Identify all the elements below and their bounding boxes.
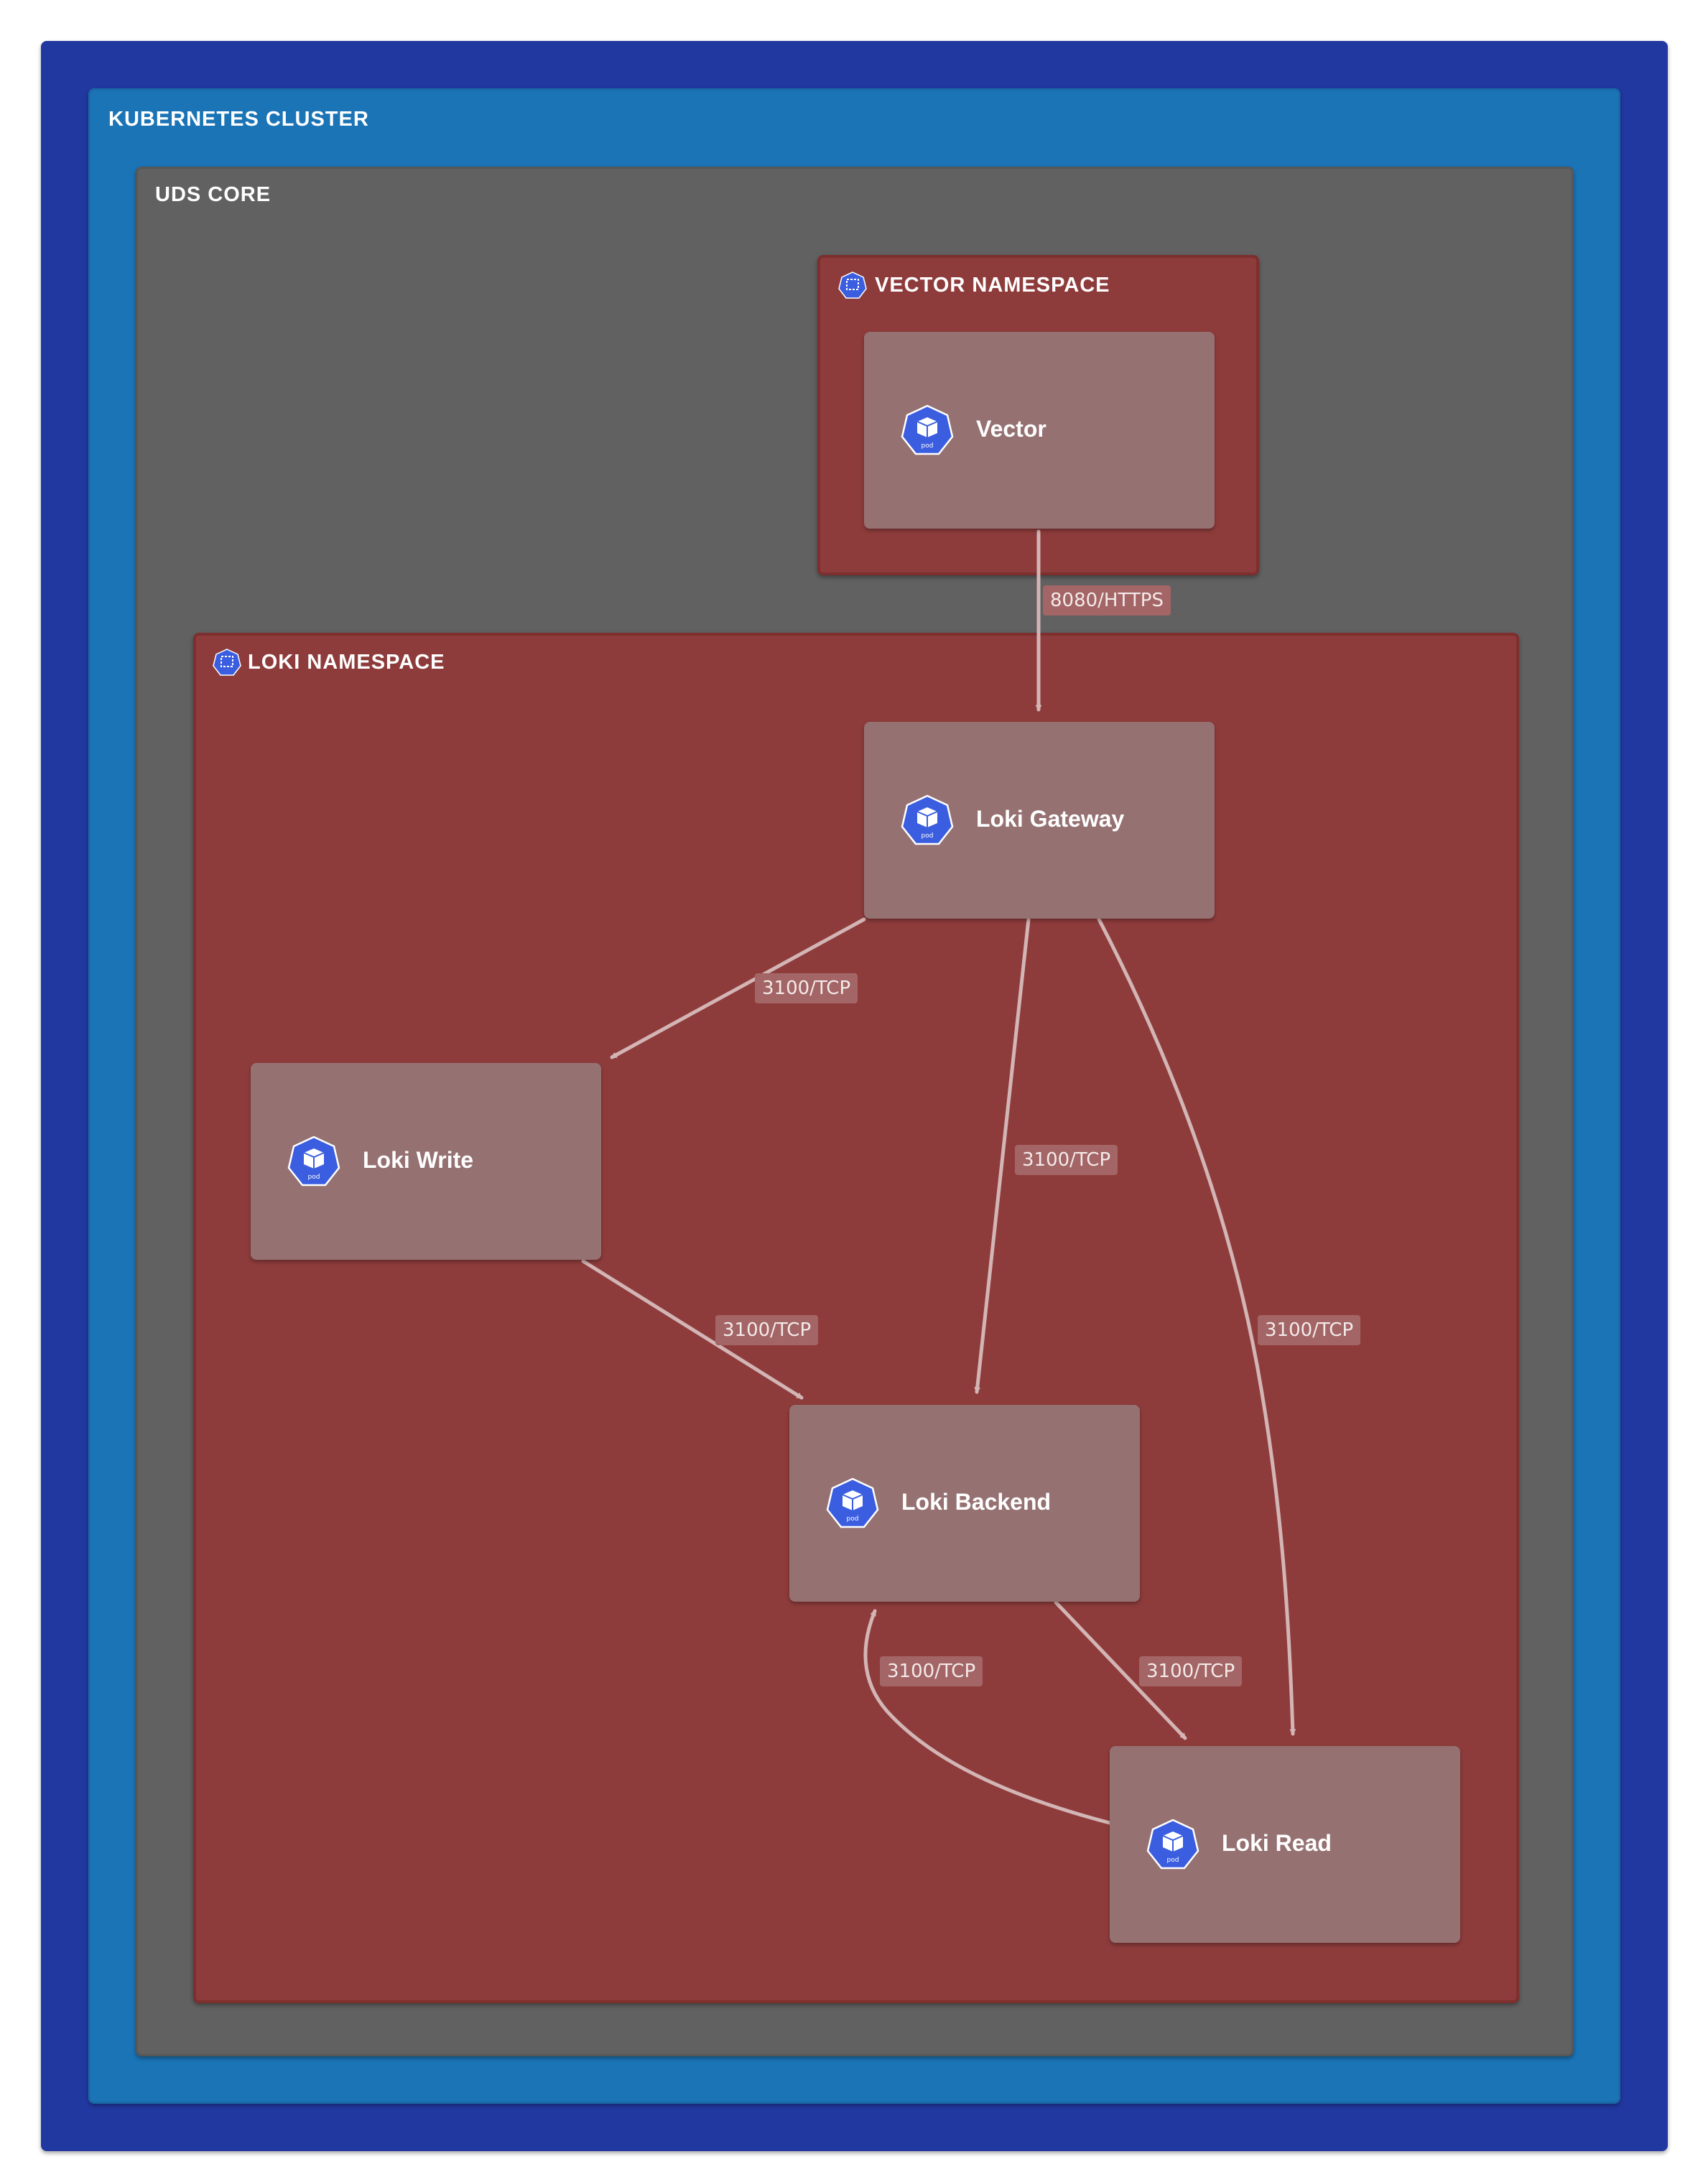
pod-loki-write: pod Loki Write	[251, 1063, 601, 1260]
pod-label-loki-gateway: Loki Gateway	[976, 806, 1125, 832]
pod-label-vector: Vector	[976, 416, 1046, 442]
pod-label-loki-read: Loki Read	[1222, 1830, 1332, 1856]
namespace-icon	[838, 271, 867, 299]
pod-icon: pod	[826, 1477, 879, 1528]
namespace-icon	[213, 649, 241, 676]
pod-icon-text: pod	[1167, 1857, 1179, 1864]
edge-label-backend-to-read: 3100/TCP	[1139, 1656, 1243, 1686]
edge-label-write-to-backend: 3100/TCP	[715, 1315, 819, 1345]
pod-icon-text: pod	[922, 832, 934, 840]
pod-label-loki-backend: Loki Backend	[901, 1489, 1052, 1515]
edge-label-read-to-backend: 3100/TCP	[880, 1656, 983, 1686]
loki-namespace-label: LOKI NAMESPACE	[248, 651, 445, 674]
pod-label-loki-write: Loki Write	[363, 1147, 474, 1173]
pod-loki-backend: pod Loki Backend	[789, 1405, 1140, 1602]
pod-loki-read: pod Loki Read	[1110, 1746, 1460, 1943]
pod-icon: pod	[901, 794, 954, 845]
pod-vector: pod Vector	[864, 332, 1215, 529]
edge-label-gateway-to-read: 3100/TCP	[1258, 1315, 1361, 1345]
vector-namespace-label: VECTOR NAMESPACE	[875, 274, 1110, 297]
edge-label-gateway-to-write: 3100/TCP	[755, 973, 858, 1003]
edge-label-gateway-to-backend: 3100/TCP	[1015, 1145, 1118, 1175]
pod-loki-gateway: pod Loki Gateway	[864, 722, 1215, 919]
pod-icon: pod	[287, 1136, 340, 1187]
pod-icon-text: pod	[922, 442, 934, 450]
kubernetes-cluster-label: KUBERNETES CLUSTER	[108, 108, 369, 131]
edge-label-vector-to-gateway: 8080/HTTPS	[1043, 585, 1171, 616]
uds-core-label: UDS CORE	[155, 183, 271, 206]
pod-icon-text: pod	[847, 1515, 859, 1523]
pod-icon: pod	[1146, 1819, 1199, 1870]
pod-icon: pod	[901, 404, 954, 455]
pod-icon-text: pod	[308, 1174, 320, 1181]
